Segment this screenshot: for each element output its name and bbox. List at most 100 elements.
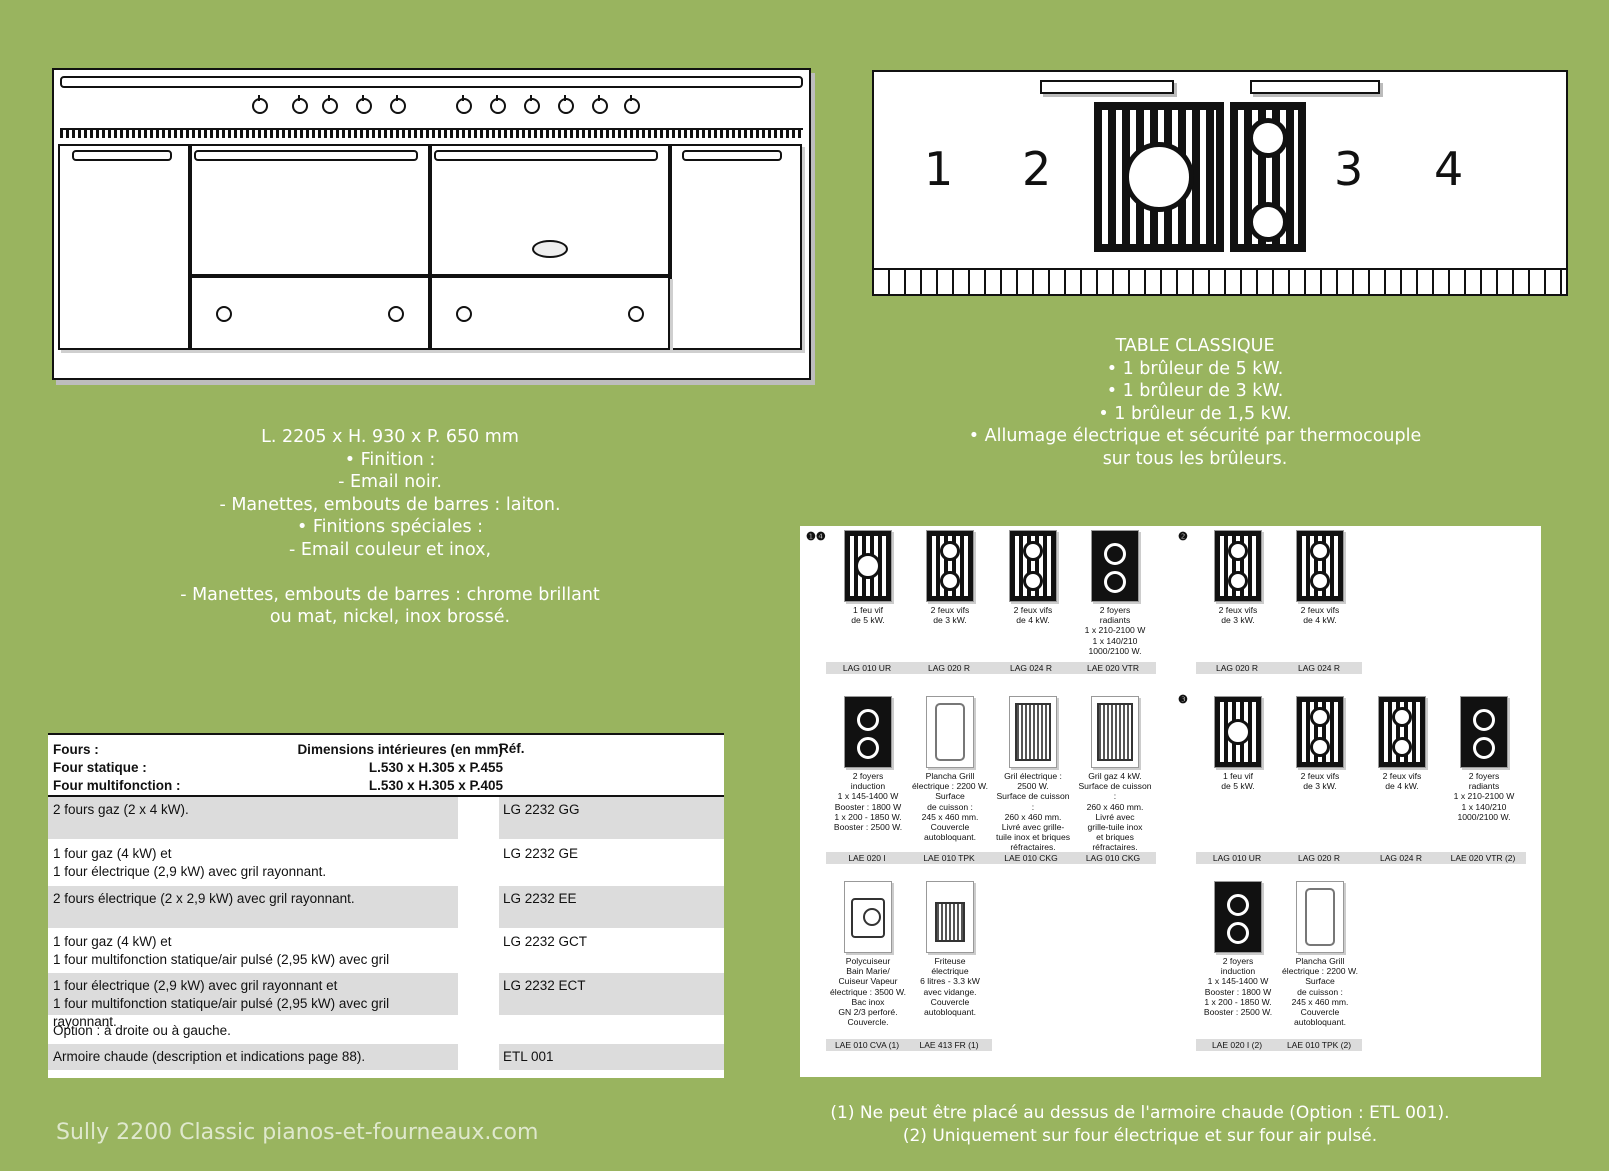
module-description-line: tuile inox et briques [995,832,1071,843]
range-specifications: L. 2205 x H. 930 x P. 650 mm • Finition … [130,426,650,629]
module-description-line: électrique [931,966,969,977]
module-description-line: 1 feu vif [852,605,884,615]
module-ref: LAE 010 TPK (2) [1286,1040,1352,1050]
table-line: • Allumage électrique et sécurité par th… [968,426,1422,446]
spec-line: • Finitions spéciales : [296,517,484,537]
module-description-line: Booster : 2500 W. [833,822,903,833]
module-ref: LAG 020 R [1297,853,1341,863]
oven-handle [434,150,658,161]
marker-3: ❸ [1178,694,1188,706]
double-burner-module-icon [1296,696,1344,768]
module-description-line: 2 feux vifs [1013,605,1053,615]
oven-row-ref: LG 2232 EE [499,886,724,928]
ovens-table-header: Fours : Four statique : Four multifoncti… [48,735,724,797]
module-description-line: de 4 kW. [1016,615,1050,626]
range-cooker-drawing [52,68,811,380]
module-description-line: de 3 kW. [1303,781,1337,792]
module-ref: LAE 010 CVA (1) [834,1040,900,1050]
drawer-knob-icon [628,306,644,322]
module-description-line: 1 x 200 - 1850 W. [834,811,902,822]
oven-row-ref: LG 2232 GCT [503,934,588,949]
door-handle [72,150,172,161]
oven-row-description: Option : à droite ou à gauche. [48,1018,458,1042]
module-description-line: de 5 kW. [851,615,885,626]
wok-burner-grate [1094,102,1224,252]
module-description-line: 2 foyers [852,771,884,781]
burner-1-5kw-icon [1248,202,1288,242]
module-description-line: 1 feu vif [1222,771,1254,781]
double-burner-module-icon [1378,696,1426,768]
oven-handle [194,150,418,161]
module-description-line: Surface [1305,976,1335,987]
module-description-line: 1 x 210-2100 W [1084,625,1146,636]
knob-icon [558,95,574,114]
module-description-line: radiants [1468,781,1500,792]
module-description-line: 245 x 460 mm. [1291,996,1349,1007]
dimension-multifonction: L.530 x H.305 x P.405 [368,778,503,793]
double-burner-module-icon [1296,530,1344,602]
module-description-line: Gril gaz 4 kW. [1088,771,1142,781]
electric-hob-module-icon [1091,530,1139,602]
drawer-knob-icon [216,306,232,322]
module-description-line: réfractaires. [1010,842,1056,853]
module-description-line: autobloquant. [923,832,977,843]
module-description-line: Friteuse [934,956,966,966]
spec-line: • Finition : [344,449,436,470]
electric-hob-module-icon [1214,881,1262,953]
hob-top-view-drawing: 1 2 3 4 [872,70,1568,296]
module-description-line: de 4 kW. [1303,615,1337,626]
header-dimensions: Dimensions intérieures (en mm) [297,742,503,757]
ovens-table: Fours : Four statique : Four multifoncti… [48,733,724,1078]
module-description-line: 2 feux vifs [1382,771,1422,781]
module-ref: LAE 010 CKG [1004,853,1058,863]
zone-label-4: 4 [1434,142,1464,196]
oven-row-ref [499,1018,724,1042]
header-ref: Réf. [499,741,525,756]
module-card: Gril gaz 4 kW.Surface de cuisson :260 x … [1077,696,1153,853]
module-description-line: de 5 kW. [1221,781,1255,792]
module-description-line: Surface [935,791,965,802]
module-ref: LAG 024 R [1297,663,1341,673]
brand-footer: Sully 2200 Classic pianos-et-fourneaux.c… [56,1120,539,1145]
module-description-line: 2 foyers [1099,605,1131,615]
fryer-module-icon [926,881,974,953]
oven-row-line: 1 four gaz (4 kW) et [53,846,172,861]
burner-5kw-icon [1124,142,1194,212]
oven-row-line: Option : à droite ou à gauche. [53,1023,231,1038]
module-ref: LAE 010 TPK [923,853,975,863]
module-description-line: 1 x 145-1400 W [1207,976,1269,987]
table-line: • 1 brûleur de 1,5 kW. [1098,403,1292,424]
module-description-line: Couvercle [930,996,970,1007]
drawer-knob-icon [456,306,472,322]
module-description-line: de 3 kW. [1221,615,1255,626]
knob-icon [322,95,338,114]
module-description-line: Couvercle [1300,1007,1340,1018]
module-ref: LAE 020 VTR [1087,663,1139,673]
header-fours: Fours : [53,742,99,757]
module-description-line: Couvercle [930,822,970,833]
module-description-line: 2 feux vifs [1300,605,1340,615]
knob-icon [592,95,608,114]
header-four-statique: Four statique : [53,760,147,775]
module-description-line: 2 feux vifs [930,605,970,615]
table-classique-title: TABLE CLASSIQUE [1115,336,1275,356]
module-ref: LAE 020 I [848,853,886,863]
module-description-line: Bain Marie/ [846,966,890,977]
module-description-line: et briques [1096,832,1134,843]
module-description-line: de cuisson : [1297,986,1343,997]
table-line: • 1 brûleur de 3 kW. [1106,381,1284,401]
module-description-line: radiants [1099,615,1131,626]
single-burner-module-icon [844,530,892,602]
